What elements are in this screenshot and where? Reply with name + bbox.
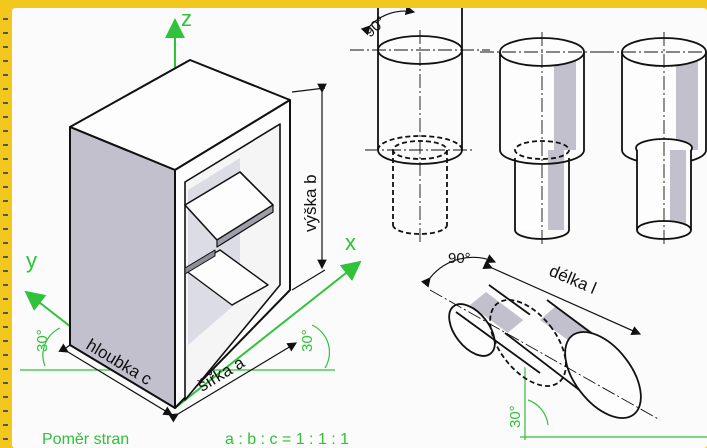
height-label: výška b (301, 174, 320, 232)
cylinder-view-1 (350, 8, 490, 245)
binding-mark (3, 60, 8, 62)
binding-mark (3, 354, 8, 356)
binding-mark (3, 102, 8, 104)
binding-mark (3, 284, 8, 286)
binding-holes (0, 0, 12, 448)
drawing-sheet: z x y výška b šířka a hloubka c délka l … (12, 8, 707, 448)
binding-mark (3, 256, 8, 258)
stepped-cylinder-iso (421, 254, 661, 421)
width-dim-line (168, 342, 298, 423)
binding-mark (3, 116, 8, 118)
ratio-formula: a : b : c = 1 : 1 : 1 (225, 431, 349, 448)
angle-label-bottom: 30° (507, 405, 524, 428)
cylinder-view-2 (480, 32, 605, 245)
angle-label-right: 30° (299, 329, 316, 352)
binding-mark (3, 88, 8, 90)
binding-mark (3, 396, 8, 398)
angle-arc-top (360, 8, 416, 36)
binding-mark (3, 214, 8, 216)
technical-drawing: z x y výška b šířka a hloubka c délka l … (20, 8, 707, 448)
binding-mark (3, 144, 8, 146)
binding-mark (3, 172, 8, 174)
angle-label-horizontal: 90° (448, 250, 471, 267)
binding-mark (3, 410, 8, 412)
binding-mark (3, 368, 8, 370)
isometric-cabinet (69, 59, 291, 409)
binding-mark (3, 340, 8, 342)
binding-mark (3, 46, 8, 48)
angle-label-top: 90° (361, 13, 389, 41)
z-axis-label: z (181, 8, 192, 31)
angle-arc-horizontal (421, 254, 497, 288)
binding-mark (3, 270, 8, 272)
binding-mark (3, 438, 8, 440)
cabinet-dimensions (58, 83, 327, 423)
binding-mark (3, 242, 8, 244)
binding-mark (3, 186, 8, 188)
binding-mark (3, 312, 8, 314)
angle-arc-left (42, 327, 61, 367)
length-label: délka l (546, 261, 599, 298)
binding-mark (3, 158, 8, 160)
lower-shelf-edge (184, 249, 216, 275)
binding-mark (3, 200, 8, 202)
binding-mark (3, 130, 8, 132)
y-axis-label: y (26, 248, 37, 273)
binding-mark (3, 32, 8, 34)
angle-arc-right (311, 324, 331, 369)
binding-mark (3, 228, 8, 230)
depth-dim-line (58, 343, 174, 416)
binding-mark (3, 382, 8, 384)
cylinder-view-3 (600, 32, 707, 245)
binding-mark (3, 424, 8, 426)
x-axis-label: x (345, 230, 356, 255)
upper-shelf-edge (216, 204, 274, 248)
binding-mark (3, 326, 8, 328)
ratio-caption: Poměr stran (42, 431, 129, 448)
binding-mark (3, 18, 8, 20)
angle-label-left: 30° (34, 329, 51, 352)
binding-mark (3, 74, 8, 76)
length-dim-line (482, 260, 642, 335)
angle-arc-bottom (527, 399, 549, 426)
binding-mark (3, 298, 8, 300)
